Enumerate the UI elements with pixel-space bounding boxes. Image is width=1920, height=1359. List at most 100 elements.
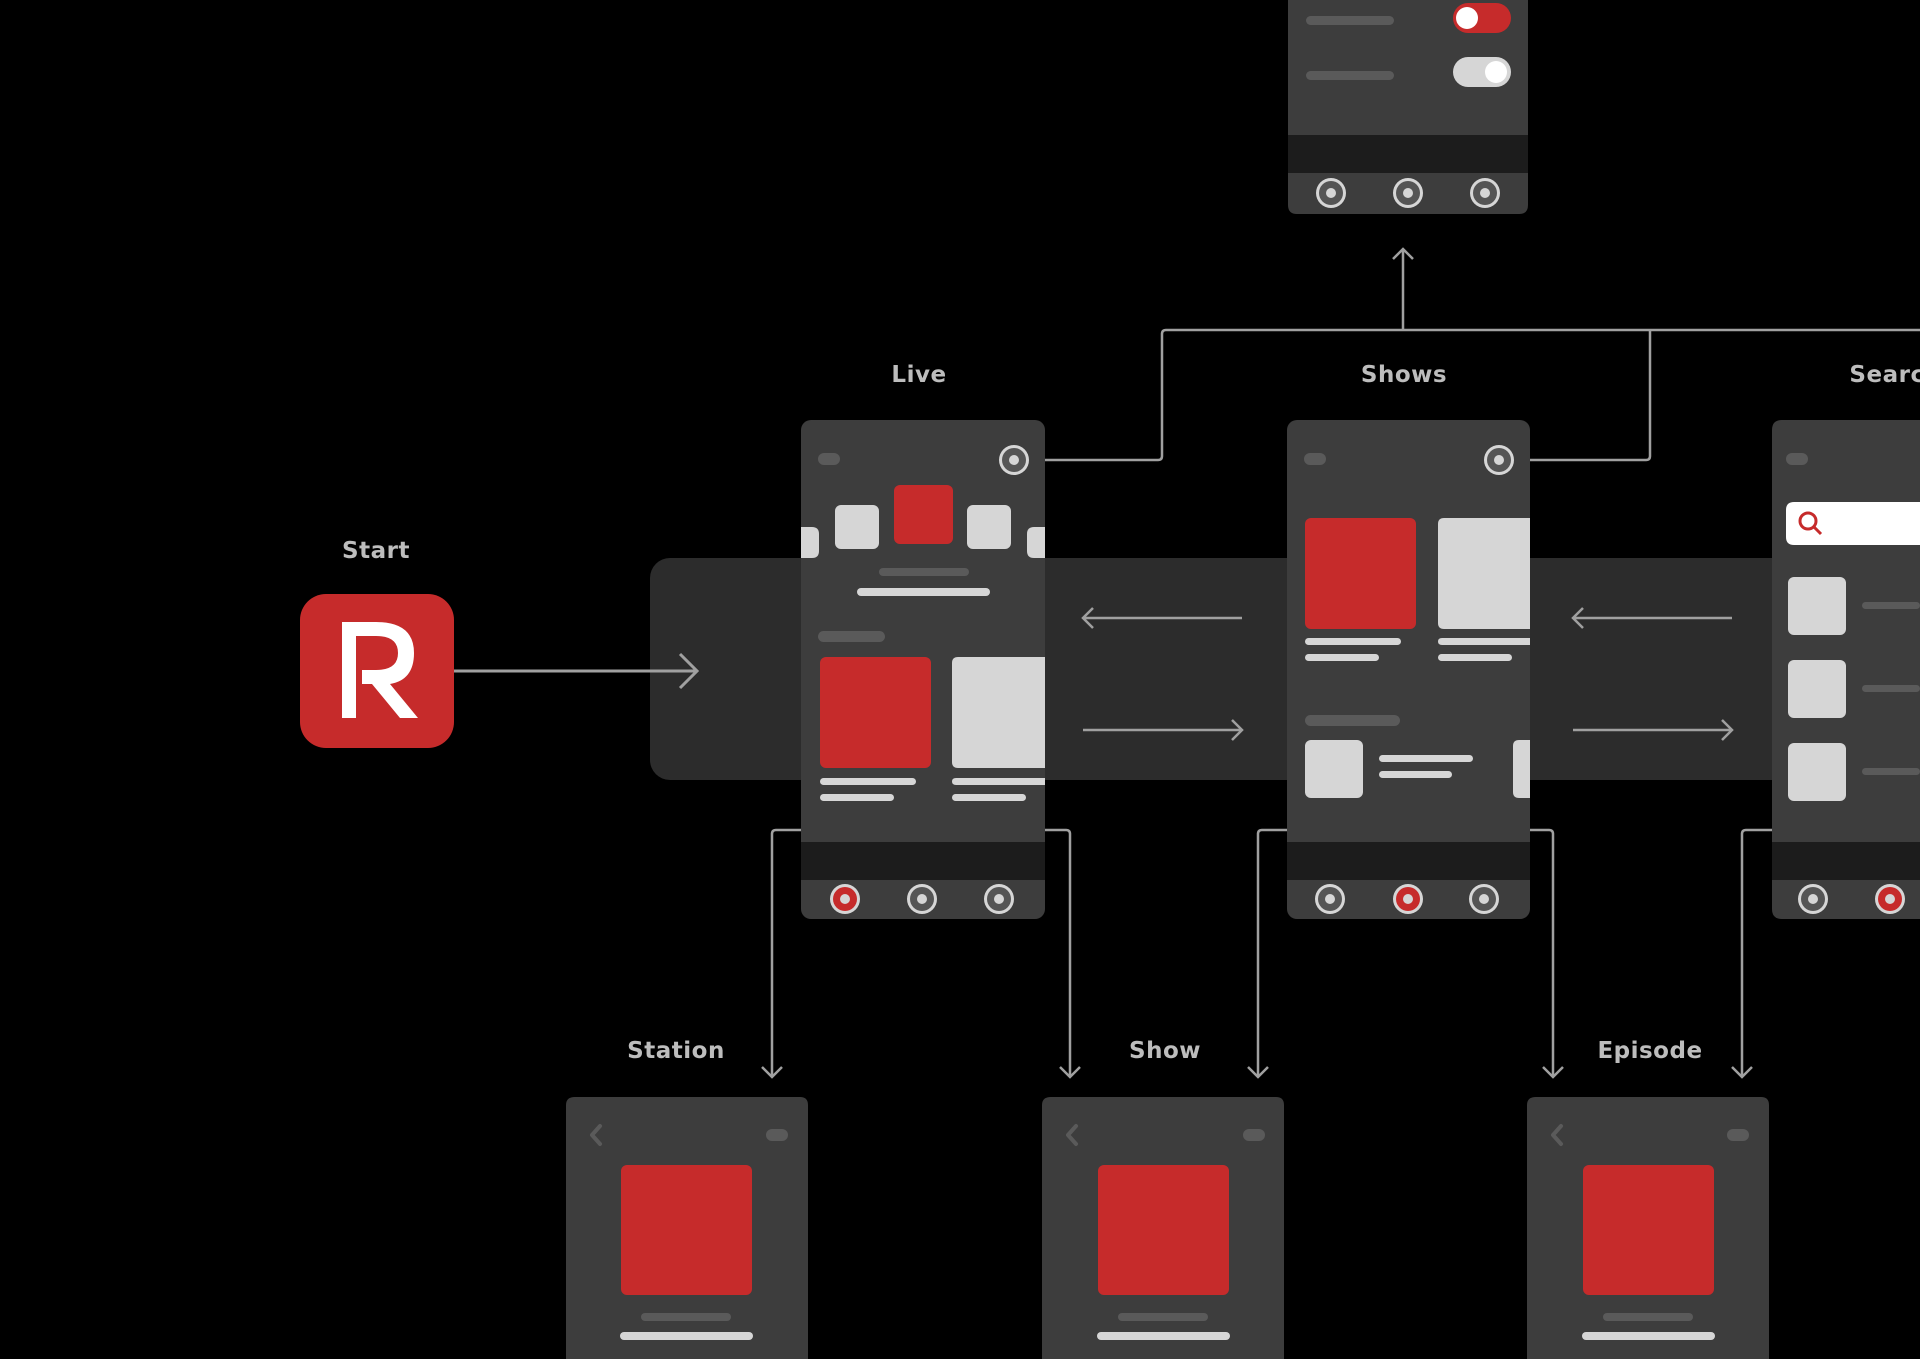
list-thumbnail[interactable]: [1788, 577, 1846, 635]
carousel-item[interactable]: [1027, 527, 1045, 558]
text-placeholder: [879, 568, 969, 576]
radio-button-icon[interactable]: [1470, 178, 1500, 208]
menu-pill: [818, 453, 840, 465]
chevron-left-icon[interactable]: [1066, 1124, 1078, 1146]
search-icon: [1798, 511, 1823, 536]
live-screen-label: Live: [891, 362, 947, 388]
text-placeholder: [1862, 685, 1920, 692]
mini-player-bar: [801, 842, 1045, 880]
station-screen: [566, 1097, 808, 1359]
connector-shows-to-episode: [1530, 828, 1564, 1079]
text-placeholder: [1862, 602, 1920, 609]
list-thumbnail[interactable]: [1513, 740, 1530, 798]
text-placeholder: [1603, 1313, 1693, 1321]
radio-button-icon[interactable]: [999, 445, 1029, 475]
menu-pill: [1243, 1129, 1265, 1141]
text-placeholder: [820, 794, 894, 801]
episode-screen-label: Episode: [1597, 1038, 1703, 1064]
text-placeholder: [857, 588, 990, 596]
setting-label-bar: [1306, 16, 1394, 25]
episode-screen: [1527, 1097, 1769, 1359]
list-thumbnail[interactable]: [1788, 743, 1846, 801]
radio-button-icon[interactable]: [1469, 884, 1499, 914]
connector-search-to-episode: [1731, 828, 1772, 1079]
toggle-off[interactable]: [1453, 57, 1511, 87]
menu-pill: [1727, 1129, 1749, 1141]
shows-screen-label: Shows: [1360, 362, 1448, 388]
artwork-tile: [1583, 1165, 1714, 1295]
r-radio-logo-icon: [342, 622, 418, 718]
radio-button-icon[interactable]: [1798, 884, 1828, 914]
text-placeholder: [1438, 654, 1512, 661]
text-placeholder: [1305, 654, 1379, 661]
radio-button-icon[interactable]: [1316, 178, 1346, 208]
carousel-item[interactable]: [835, 505, 879, 549]
carousel-item-active[interactable]: [894, 485, 953, 544]
carousel-item[interactable]: [801, 527, 819, 558]
artwork-tile: [621, 1165, 752, 1295]
menu-pill: [1304, 453, 1326, 465]
arrow-live-to-shows: [1083, 719, 1244, 741]
mini-player-bar: [1772, 842, 1920, 880]
shows-screen: [1287, 420, 1530, 919]
live-screen: [801, 420, 1045, 919]
artwork-tile: [1098, 1165, 1229, 1295]
toggle-on[interactable]: [1453, 3, 1511, 33]
search-screen-label: Searc: [1849, 362, 1920, 388]
radio-button-icon[interactable]: [1875, 884, 1905, 914]
text-placeholder: [1862, 768, 1920, 775]
arrow-start-to-live: [454, 652, 700, 690]
connector-lines: [454, 247, 1920, 1079]
menu-pill: [1786, 453, 1808, 465]
search-screen: [1772, 420, 1920, 919]
start-app-icon[interactable]: [300, 594, 454, 748]
card-tile[interactable]: [952, 657, 1045, 768]
text-placeholder: [1438, 638, 1530, 645]
card-tile[interactable]: [1305, 518, 1416, 629]
mini-player-bar: [1288, 135, 1528, 173]
list-thumbnail[interactable]: [1305, 740, 1363, 798]
card-tile[interactable]: [820, 657, 931, 768]
connector-shows-to-settings: [1528, 330, 1652, 462]
radio-button-icon[interactable]: [984, 884, 1014, 914]
station-screen-label: Station: [627, 1038, 725, 1064]
mini-player-bar: [1287, 842, 1530, 880]
section-heading-placeholder: [818, 631, 885, 642]
radio-button-icon[interactable]: [1393, 884, 1423, 914]
radio-button-icon[interactable]: [830, 884, 860, 914]
connector-shows-to-show: [1247, 828, 1287, 1079]
text-placeholder: [1379, 771, 1452, 778]
chevron-left-icon[interactable]: [590, 1124, 602, 1146]
text-placeholder: [1582, 1332, 1715, 1340]
show-detail-screen: [1042, 1097, 1284, 1359]
carousel-item[interactable]: [967, 505, 1011, 549]
show-screen-label: Show: [1129, 1038, 1201, 1064]
text-placeholder: [620, 1332, 753, 1340]
text-placeholder: [1305, 638, 1401, 645]
setting-label-bar: [1306, 71, 1394, 80]
text-placeholder: [952, 794, 1026, 801]
connector-live-to-settings: [1038, 328, 1920, 462]
arrow-search-to-shows: [1571, 607, 1732, 629]
card-tile[interactable]: [1438, 518, 1530, 629]
menu-pill: [766, 1129, 788, 1141]
radio-button-icon[interactable]: [1315, 884, 1345, 914]
arrow-shows-to-search: [1573, 719, 1734, 741]
text-placeholder: [952, 778, 1045, 785]
arrow-shows-to-live: [1081, 607, 1242, 629]
chevron-left-icon[interactable]: [1551, 1124, 1563, 1146]
start-label: Start: [342, 538, 410, 564]
search-field[interactable]: [1786, 502, 1920, 545]
connector-live-to-station: [761, 828, 801, 1079]
radio-button-icon[interactable]: [907, 884, 937, 914]
arrow-to-settings: [1392, 247, 1414, 330]
text-placeholder: [1379, 755, 1473, 762]
text-placeholder: [641, 1313, 731, 1321]
section-heading-placeholder: [1305, 715, 1400, 726]
list-thumbnail[interactable]: [1788, 660, 1846, 718]
text-placeholder: [1097, 1332, 1230, 1340]
radio-button-icon[interactable]: [1393, 178, 1423, 208]
radio-button-icon[interactable]: [1484, 445, 1514, 475]
settings-screen: [1288, 0, 1528, 214]
